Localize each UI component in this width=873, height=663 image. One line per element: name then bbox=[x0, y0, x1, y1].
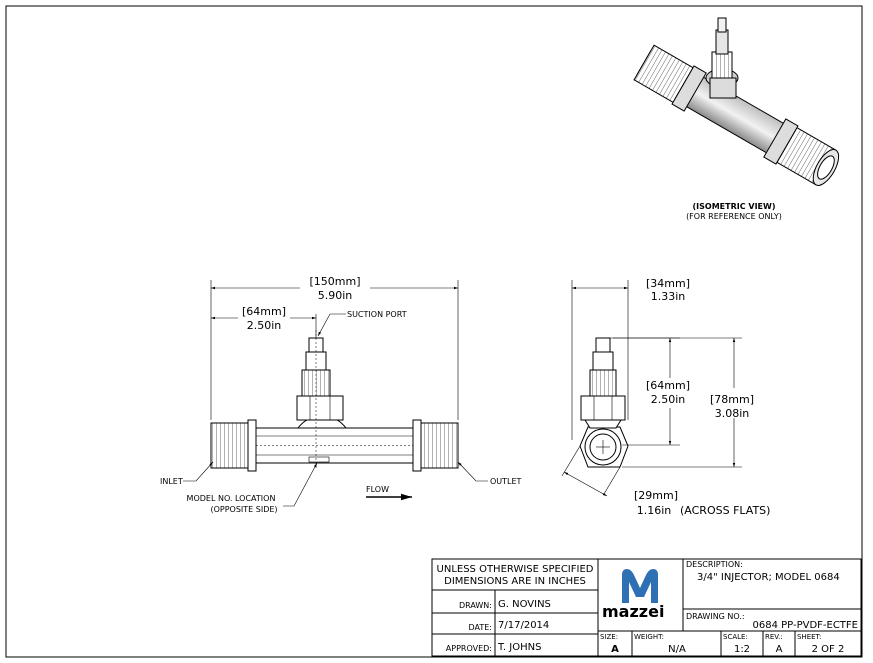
model-location-sub: (OPPOSITE SIDE) bbox=[210, 505, 277, 514]
drawing-no-value: 0684 PP-PVDF-ECTFE bbox=[753, 620, 859, 631]
rev-label: REV.: bbox=[765, 633, 783, 641]
date-label: DATE: bbox=[468, 623, 492, 632]
description-value: 3/4" INJECTOR; MODEL 0684 bbox=[697, 572, 840, 583]
across-flats-mm: [29mm] bbox=[634, 489, 678, 502]
mazzei-logo: mazzei bbox=[602, 569, 664, 621]
front-view: [150mm] 5.90in [64mm] 2.50in SUCTION POR… bbox=[160, 274, 522, 514]
size-label: SIZE: bbox=[600, 633, 618, 641]
description-label: DESCRIPTION: bbox=[686, 560, 743, 569]
across-flats-in: 1.16in bbox=[637, 504, 672, 517]
logo-wordmark: mazzei bbox=[602, 602, 664, 621]
title-block: UNLESS OTHERWISE SPECIFIED DIMENSIONS AR… bbox=[431, 558, 862, 657]
suction-port-label: SUCTION PORT bbox=[347, 310, 407, 319]
approved-value: T. JOHNS bbox=[497, 642, 541, 653]
scale-label: SCALE: bbox=[723, 633, 748, 641]
overall-dim-in: 5.90in bbox=[318, 289, 353, 302]
spec-note-line-1: UNLESS OTHERWISE SPECIFIED bbox=[437, 564, 594, 575]
isometric-subtitle: (FOR REFERENCE ONLY) bbox=[686, 212, 782, 221]
side-height-in: 2.50in bbox=[651, 393, 686, 406]
drawing-no-label: DRAWING NO.: bbox=[686, 612, 745, 621]
side-total-mm: [78mm] bbox=[710, 393, 754, 406]
side-view: [34mm] 1.33in [64mm] 2.50in [78mm] 3.08i… bbox=[561, 277, 770, 517]
weight-value: N/A bbox=[668, 644, 686, 655]
side-height-mm: [64mm] bbox=[646, 379, 690, 392]
spec-note-line-2: DIMENSIONS ARE IN INCHES bbox=[444, 576, 586, 587]
across-flats-note: (ACROSS FLATS) bbox=[680, 504, 770, 517]
flow-label: FLOW bbox=[366, 485, 389, 494]
outlet-label: OUTLET bbox=[490, 477, 522, 486]
approved-label: APPROVED: bbox=[446, 644, 492, 653]
inlet-label: INLET bbox=[160, 477, 183, 486]
overall-dim-mm: [150mm] bbox=[309, 275, 360, 288]
side-width-in: 1.33in bbox=[651, 290, 686, 303]
scale-value: 1:2 bbox=[734, 644, 750, 655]
sheet-label: SHEET: bbox=[797, 633, 821, 641]
model-location-label: MODEL NO. LOCATION bbox=[187, 494, 276, 503]
drawn-label: DRAWN: bbox=[459, 601, 492, 610]
size-value: A bbox=[611, 644, 619, 655]
side-total-in: 3.08in bbox=[715, 407, 750, 420]
sheet-border bbox=[5, 5, 863, 658]
date-value: 7/17/2014 bbox=[498, 620, 549, 631]
isometric-view: (ISOMETRIC VIEW) (FOR REFERENCE ONLY) bbox=[633, 17, 840, 221]
suction-dim-in: 2.50in bbox=[247, 319, 282, 332]
rev-value: A bbox=[776, 644, 783, 655]
side-width-mm: [34mm] bbox=[646, 277, 690, 290]
isometric-title: (ISOMETRIC VIEW) bbox=[693, 202, 776, 211]
weight-label: WEIGHT: bbox=[634, 633, 664, 641]
suction-dim-mm: [64mm] bbox=[242, 305, 286, 318]
sheet-value: 2 OF 2 bbox=[812, 644, 845, 655]
drawn-value: G. NOVINS bbox=[498, 599, 551, 610]
